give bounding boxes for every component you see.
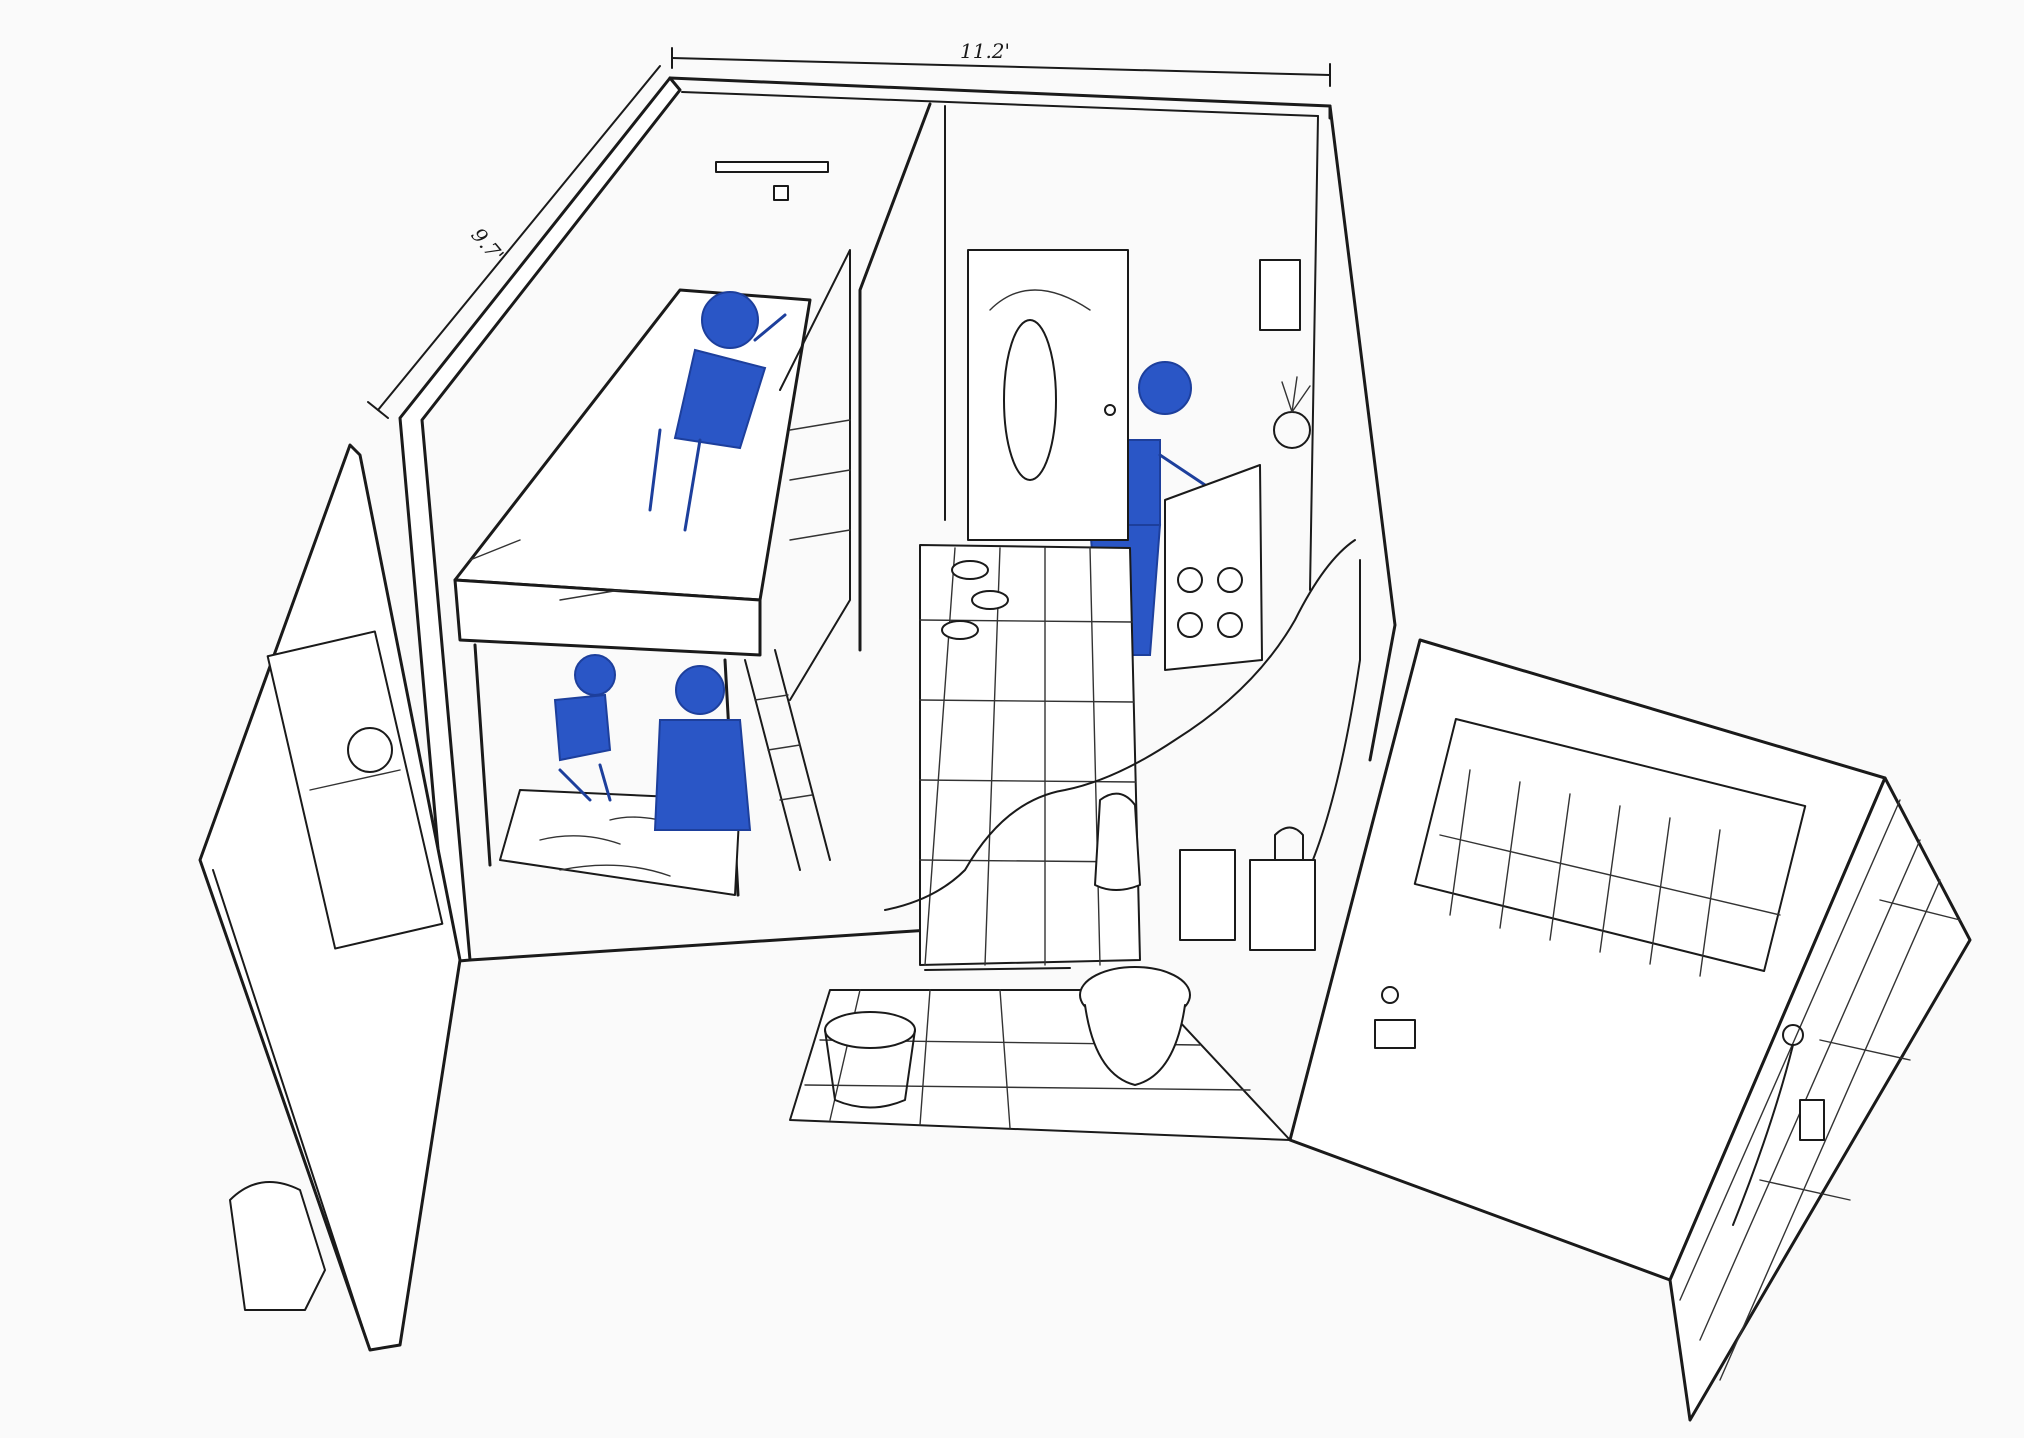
- towel: [1094, 792, 1141, 891]
- left-door: [198, 443, 462, 1352]
- width-dimension: 11.2': [671, 39, 1331, 87]
- person-sitting-lower-bunk-left: [553, 654, 616, 802]
- right-door-wall: [1288, 638, 1972, 1422]
- corridor-floor-tiles: [919, 544, 1141, 966]
- shoes: [941, 560, 1009, 640]
- shower-tiles: [1679, 799, 1961, 1381]
- sink-faucet: [1249, 826, 1316, 951]
- kitchen-counter: [1164, 259, 1311, 671]
- wall-tile-grid: [1439, 769, 1781, 977]
- shower-head: [1732, 1024, 1825, 1226]
- bucket: [824, 1011, 916, 1109]
- person-lying-on-top-bunk: [648, 291, 787, 532]
- toilet: [1079, 849, 1236, 1086]
- entry-door: [967, 249, 1129, 541]
- depth-label: 9.7': [466, 223, 508, 267]
- depth-dimension: 9.7': [367, 65, 661, 419]
- width-label: 11.2': [960, 39, 1010, 63]
- person-sitting-lower-bunk-right: [653, 665, 752, 831]
